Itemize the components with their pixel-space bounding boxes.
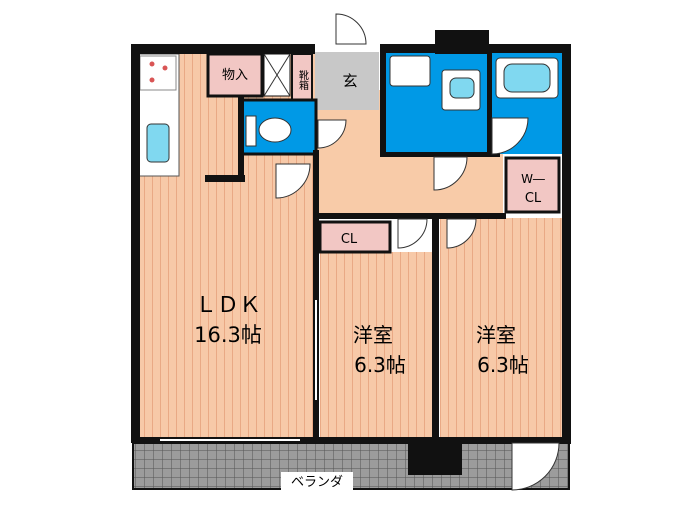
closet-floor: [318, 220, 392, 254]
shoebox-label: 靴箱: [297, 69, 309, 91]
western-room-2-size: 6.3帖: [477, 353, 529, 377]
storage-label: 物入: [222, 68, 248, 83]
entrance-floor: [315, 52, 379, 110]
western-room-1-size: 6.3帖: [354, 353, 406, 377]
western-room-1-floor: [320, 252, 433, 440]
closet-label: CL: [341, 232, 358, 247]
veranda-label: ベランダ: [291, 475, 343, 490]
kitchen-sink: [146, 123, 170, 163]
western-room-2-floor: [440, 218, 563, 440]
ldk-name: ＬＤＫ: [195, 293, 261, 318]
western-room-2-name: 洋室: [476, 323, 516, 347]
stove: [139, 55, 177, 91]
doors: [275, 13, 560, 491]
wic-label-top: W―: [521, 172, 545, 186]
walls: [131, 30, 571, 475]
ldk-size: 16.3帖: [194, 323, 262, 347]
entrance-label: 玄: [342, 72, 357, 90]
wic-label-bottom: CL: [525, 191, 542, 206]
western-room-1-name: 洋室: [353, 323, 393, 347]
wic-floor: [504, 156, 561, 214]
